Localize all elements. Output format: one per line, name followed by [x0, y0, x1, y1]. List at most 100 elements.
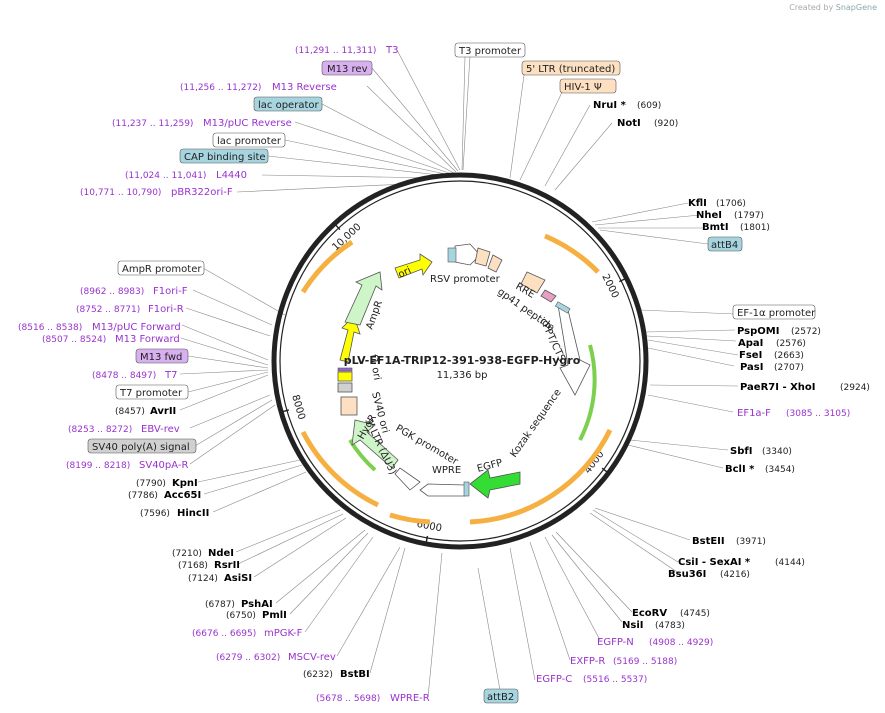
l4440-label[interactable]: L4440	[216, 170, 247, 181]
egfp-c-label[interactable]: EGFP-C	[536, 674, 572, 685]
apai-label[interactable]: ApaI	[738, 338, 763, 349]
kpni-label[interactable]: KpnI	[172, 478, 198, 489]
wpre-r-label[interactable]: WPRE-R	[390, 693, 430, 704]
bsteii-pos: (3971)	[736, 537, 766, 547]
pasi-pos: (2707)	[774, 363, 804, 373]
hiv-psi-label[interactable]: HIV-1 Ψ	[564, 82, 602, 93]
nsii-pos: (4783)	[655, 621, 685, 631]
attb2-box	[483, 688, 519, 704]
rsrii-pos: (7168)	[178, 561, 208, 571]
t7-promoter-label[interactable]: T7 promoter	[119, 388, 183, 399]
orf-arc	[544, 233, 600, 274]
sv40pa-r-label[interactable]: SV40pA-R	[139, 460, 188, 471]
ecorv-label[interactable]: EcoRV	[632, 608, 667, 619]
sbfi-label[interactable]: SbfI	[730, 446, 752, 457]
nhei-label[interactable]: NheI	[696, 210, 722, 221]
feature-kozak: Kozak sequence	[508, 387, 563, 459]
kfli-pos: (1706)	[716, 199, 746, 209]
lac-promoter-box	[212, 132, 286, 148]
backbone-ticks	[281, 223, 626, 544]
m13-rev-label[interactable]: M13 rev	[327, 64, 368, 75]
feature-f1-ori: f1 ori	[367, 354, 382, 382]
attb2-label[interactable]: attB2	[487, 692, 514, 703]
paer7i-label[interactable]: PaeR7I - XhoI	[740, 382, 816, 393]
egfp-n-label[interactable]: EGFP-N	[597, 637, 634, 648]
egfp-c-range: (5516 .. 5537)	[583, 675, 647, 685]
ltr5-label[interactable]: 5' LTR (truncated)	[526, 64, 615, 75]
avrii-label[interactable]: AvrII	[150, 406, 176, 417]
bmti-pos: (1801)	[740, 223, 770, 233]
m13-puc-fwd-label[interactable]: M13/pUC Forward	[92, 322, 181, 333]
ef1a-promoter-label[interactable]: EF-1α promoter	[737, 308, 816, 319]
ef1a-promoter-shape	[557, 304, 591, 396]
acc65i-label[interactable]: Acc65I	[164, 490, 201, 501]
ndei-label[interactable]: NdeI	[208, 548, 234, 559]
bsu36i-label[interactable]: Bsu36I	[668, 569, 706, 580]
hiv-psi-shape	[487, 254, 503, 273]
plasmid-name: pLV-EF1A-TRIP12-391-938-EGFP-Hygro	[344, 354, 581, 367]
fsei-label[interactable]: FseI	[739, 350, 762, 361]
f1ori-f-range: (8962 .. 8983)	[80, 287, 144, 297]
lac-operator-label[interactable]: lac operator	[258, 100, 319, 111]
ltr5-shape	[474, 247, 491, 267]
t3-label[interactable]: T3	[385, 45, 398, 56]
csii-label[interactable]: CsiI - SexAI *	[678, 557, 751, 568]
ef1a-f-label[interactable]: EF1a-F	[737, 408, 771, 419]
kfli-label[interactable]: KflI	[688, 198, 707, 209]
m13-reverse-label[interactable]: M13 Reverse	[272, 82, 337, 93]
pspomi-label[interactable]: PspOMI	[737, 326, 779, 337]
ltr5-box	[521, 60, 621, 76]
lac-operator-box	[253, 96, 323, 112]
lac-promoter-label[interactable]: lac promoter	[217, 136, 282, 147]
bstbi-label[interactable]: BstBI	[340, 669, 370, 680]
bsteii-label[interactable]: BstEII	[692, 536, 725, 547]
l4440-range: (11,024 .. 11,041)	[125, 171, 206, 181]
sv40pa-box	[87, 438, 197, 454]
asisi-pos: (7124)	[188, 574, 218, 584]
egfp-n-range: (4908 .. 4929)	[649, 638, 713, 648]
acc65i-pos: (7786)	[128, 491, 158, 501]
orf-arc	[389, 512, 431, 525]
f1ori-f-label[interactable]: F1ori-F	[153, 286, 188, 297]
t3-promoter-label[interactable]: T3 promoter	[458, 46, 522, 57]
nrui-label[interactable]: NruI *	[593, 100, 627, 111]
bmti-label[interactable]: BmtI	[702, 222, 729, 233]
pshai-label[interactable]: PshAI	[241, 599, 273, 610]
ampr-promoter-box	[117, 260, 205, 276]
orf-arc	[469, 428, 613, 525]
hincii-label[interactable]: HincII	[177, 508, 209, 519]
bcli-label[interactable]: BclI *	[725, 464, 755, 475]
feature-rsv-promoter: RSV promoter	[430, 274, 501, 285]
sv40pa-label[interactable]: SV40 poly(A) signal	[92, 442, 190, 453]
pasi-label[interactable]: PasI	[740, 362, 763, 373]
tick-label: 8000	[289, 394, 307, 421]
m13-fwd-label[interactable]: M13 fwd	[140, 352, 182, 363]
ampr-promoter-label[interactable]: AmpR promoter	[122, 264, 202, 275]
feature-ori: ori	[397, 265, 413, 280]
apai-pos: (2576)	[776, 339, 806, 349]
m13-puc-reverse-label[interactable]: M13/pUC Reverse	[203, 118, 292, 129]
attb-shape	[447, 247, 457, 263]
ebv-rev-label[interactable]: EBV-rev	[141, 424, 180, 435]
mscv-rev-label[interactable]: MSCV-rev	[288, 652, 336, 663]
exfp-r-label[interactable]: EXFP-R	[570, 656, 605, 667]
t7-range: (8478 .. 8497)	[92, 371, 156, 381]
pbr322-label[interactable]: pBR322ori-F	[171, 187, 233, 198]
wpre-shape	[419, 483, 466, 497]
noti-label[interactable]: NotI	[617, 118, 641, 129]
kpni-pos: (7790)	[136, 479, 166, 489]
pmli-label[interactable]: PmlI	[262, 610, 287, 621]
nsii-label[interactable]: NsiI	[622, 620, 643, 631]
ampr-shape	[344, 271, 383, 326]
pmli-pos: (6750)	[226, 611, 256, 621]
rsrii-label[interactable]: RsrII	[214, 560, 240, 571]
mpgk-f-label[interactable]: mPGK-F	[264, 628, 303, 639]
f1ori-r-label[interactable]: F1ori-R	[148, 304, 184, 315]
cap-label[interactable]: CAP binding site	[184, 152, 266, 163]
m13-forward-label[interactable]: M13 Forward	[115, 334, 180, 345]
nhei-pos: (1797)	[734, 211, 764, 221]
t7-label[interactable]: T7	[164, 370, 177, 381]
orf-arc-green	[348, 438, 377, 472]
asisi-label[interactable]: AsiSI	[224, 573, 252, 584]
attb4-label[interactable]: attB4	[711, 240, 738, 251]
